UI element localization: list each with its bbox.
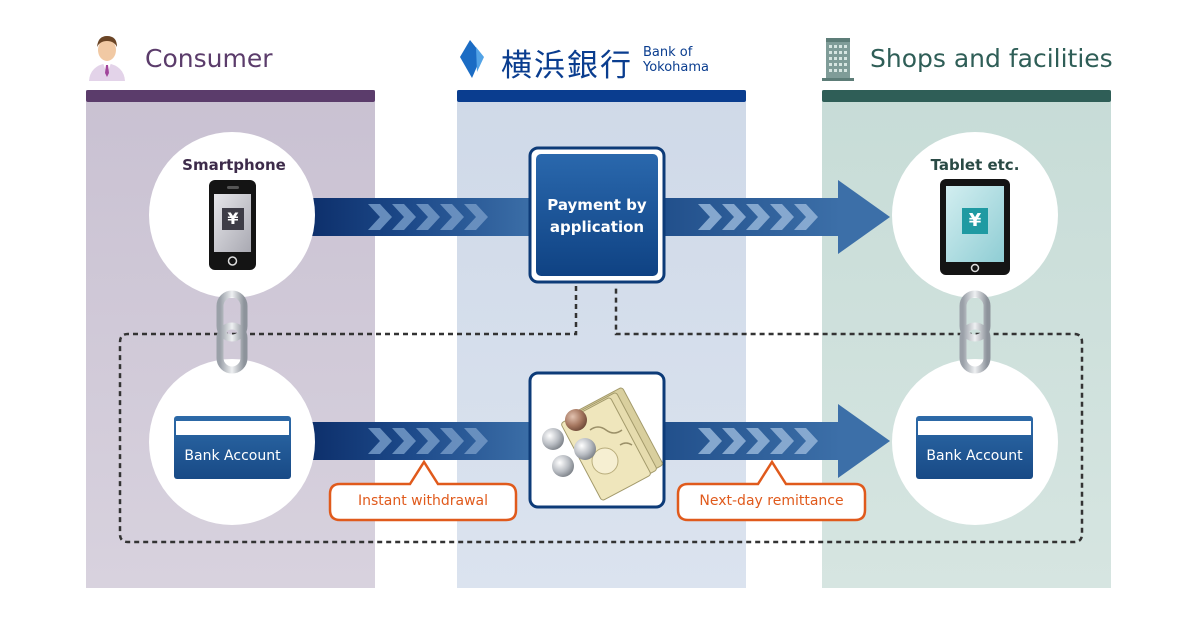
chain-link-icon [216, 290, 248, 374]
bank-column-header-bar [457, 90, 746, 102]
bank-name-jp: 横浜銀行 [501, 48, 633, 84]
building-icon [822, 38, 854, 81]
instant-withdrawal-callout [328, 459, 518, 522]
top-chevrons-right [698, 204, 818, 230]
bottom-chevrons-right [698, 428, 818, 454]
bottom-chevrons-left [368, 428, 488, 454]
consumer-column-header-bar [86, 90, 375, 102]
shops-title: Shops and facilities [870, 44, 1113, 73]
payment-app-box [528, 146, 666, 284]
consumer-title: Consumer [145, 44, 273, 73]
shops-column-header-bar [822, 90, 1111, 102]
bank-card-icon [174, 416, 291, 479]
instant-withdrawal-label: Instant withdrawal [357, 493, 489, 509]
bank-name-en-line1: Bank of [643, 45, 693, 60]
payment-label-line2: application [549, 218, 645, 236]
shop-bank-account-label: Bank Account [926, 448, 1023, 464]
bottom-flow-arrow [310, 404, 890, 478]
top-flow-arrow [310, 180, 890, 254]
consumer-person-icon [89, 36, 125, 81]
payment-label-line1: Payment by [547, 196, 647, 214]
coins-icon [542, 409, 596, 477]
smartphone-yen-icon: ¥ [222, 208, 244, 230]
next-day-remittance-callout [676, 459, 867, 522]
tablet-label: Tablet etc. [930, 156, 1020, 174]
bank-name-en-line2: Yokohama [643, 60, 710, 75]
bank-logo-icon [460, 40, 484, 78]
consumer-bank-account-label: Bank Account [184, 448, 281, 464]
money-box [528, 371, 666, 509]
next-day-remittance-label: Next-day remittance [699, 493, 844, 509]
bank-card-icon [916, 416, 1033, 479]
tablet-yen-icon: ¥ [962, 208, 988, 234]
smartphone-label: Smartphone [182, 156, 286, 174]
chain-link-icon [959, 290, 991, 374]
top-chevrons-left [368, 204, 488, 230]
